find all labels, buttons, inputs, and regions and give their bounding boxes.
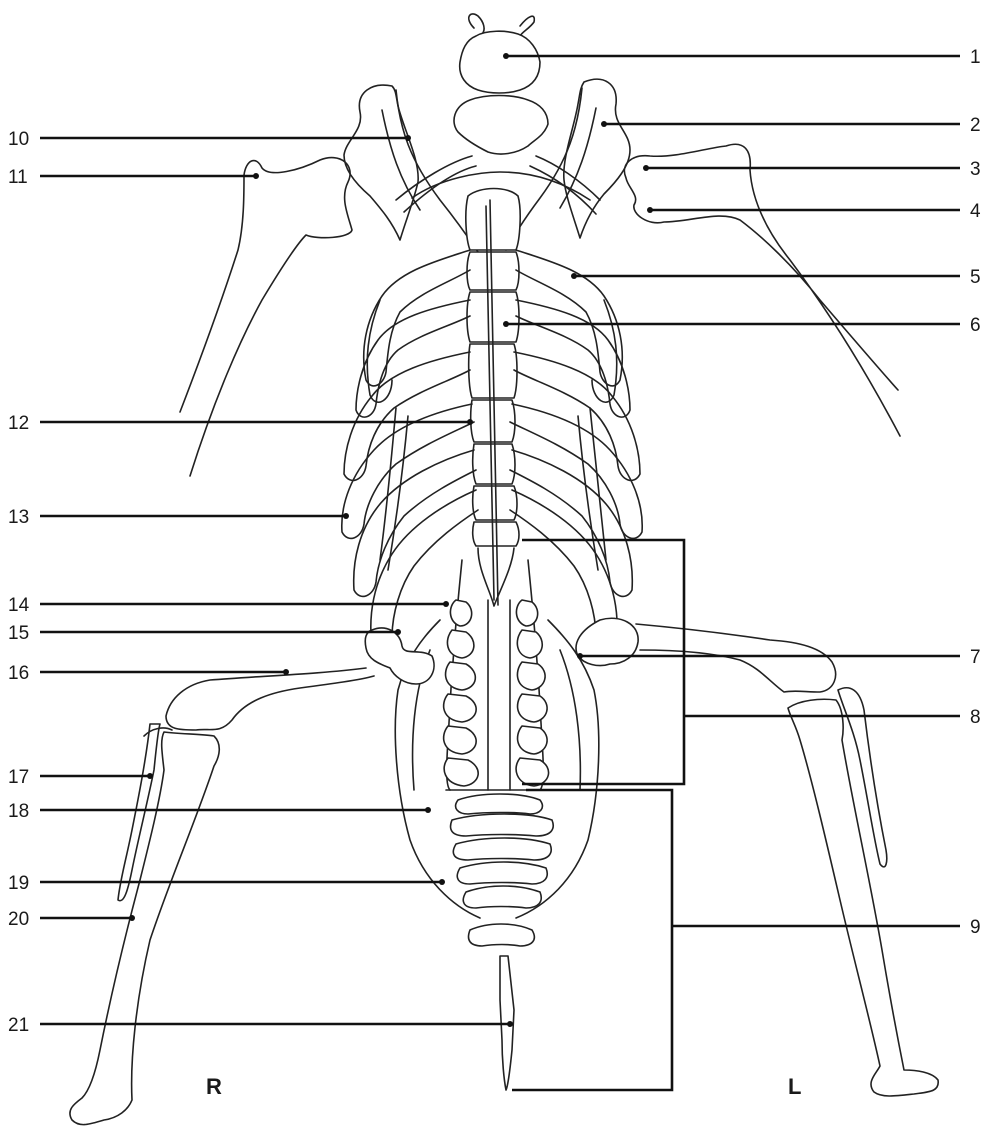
side-label-left: L <box>788 1074 801 1099</box>
label-21: 21 <box>8 1015 29 1036</box>
label-7: 7 <box>970 647 981 668</box>
label-15: 15 <box>8 623 29 644</box>
spine-column <box>466 189 520 607</box>
label-8: 8 <box>970 707 981 728</box>
label-14: 14 <box>8 595 30 616</box>
label-13: 13 <box>8 507 29 528</box>
sacrum-tail <box>451 794 554 1090</box>
label-6: 6 <box>970 315 981 336</box>
label-1: 1 <box>970 47 981 68</box>
left-humerus <box>624 144 900 436</box>
skull-atlas <box>454 14 548 154</box>
label-16: 16 <box>8 663 29 684</box>
label-4: 4 <box>970 201 981 222</box>
ribs-right <box>342 250 478 652</box>
skeleton-artwork <box>70 14 938 1125</box>
right-leg <box>70 628 434 1125</box>
label-3: 3 <box>970 159 981 180</box>
label-9: 9 <box>970 917 981 938</box>
right-humerus <box>180 158 352 476</box>
side-label-right: R <box>206 1074 222 1099</box>
label-5: 5 <box>970 267 981 288</box>
label-10: 10 <box>8 129 29 150</box>
label-11: 11 <box>8 167 28 188</box>
label-19: 19 <box>8 873 29 894</box>
ribs-left <box>510 250 642 652</box>
label-18: 18 <box>8 801 29 822</box>
label-2: 2 <box>970 115 981 136</box>
label-17: 17 <box>8 767 29 788</box>
label-20: 20 <box>8 909 29 930</box>
left-leg <box>576 618 938 1096</box>
label-12: 12 <box>8 413 29 434</box>
